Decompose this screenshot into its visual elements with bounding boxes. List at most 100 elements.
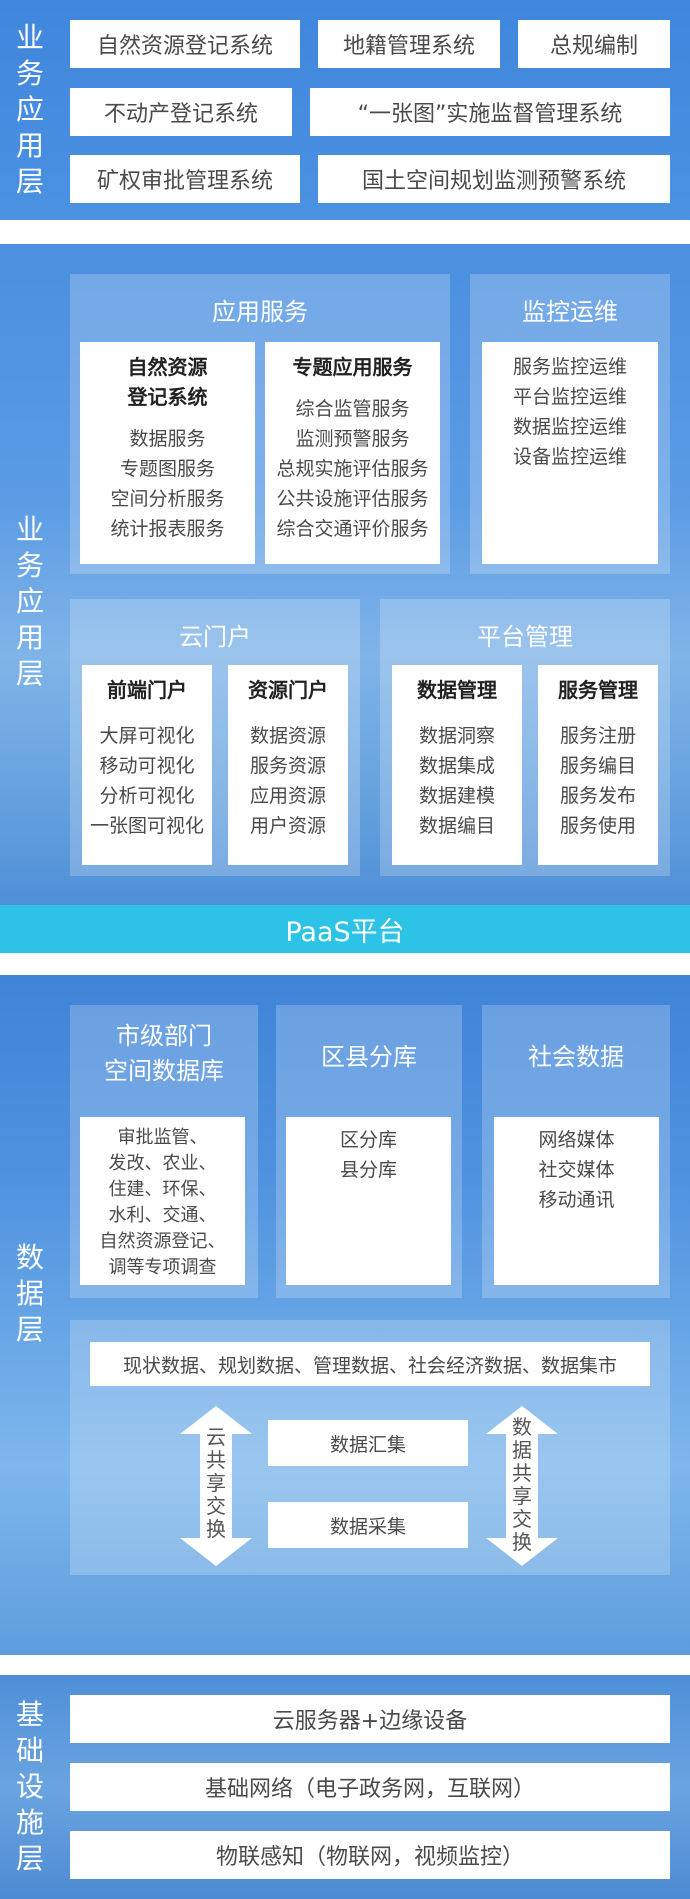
card-item: 住建、环保、 bbox=[108, 1179, 217, 1200]
card-item: 平台监控运维 bbox=[512, 386, 627, 408]
card-item: 服务注册 bbox=[559, 725, 636, 747]
system-box: 国土空间规划监测预警系统 bbox=[318, 155, 670, 203]
panel-title: 平台管理 bbox=[477, 623, 573, 651]
system-box: 地籍管理系统 bbox=[318, 20, 500, 68]
system-box: “一张图”实施监督管理系统 bbox=[310, 88, 670, 136]
platform-mgmt-panel: 平台管理 数据管理 数据洞察 数据集成 数据建模 数据编目 服务管理 服务注册 … bbox=[380, 599, 670, 876]
db-card: 区分库 县分库 bbox=[286, 1117, 451, 1285]
card-heading: 自然资源 bbox=[127, 355, 208, 379]
system-box: 矿权审批管理系统 bbox=[70, 155, 300, 203]
app-layer-label: 业 务 应 用 层 bbox=[10, 512, 50, 692]
label-char: 换 bbox=[512, 1530, 532, 1554]
label-char: 据 bbox=[15, 1277, 44, 1310]
card-heading: 前端门户 bbox=[107, 678, 187, 702]
label-char: 数 bbox=[15, 1241, 44, 1274]
panel-title: 监控运维 bbox=[522, 298, 618, 326]
card-item: 综合监管服务 bbox=[295, 398, 410, 420]
double-arrow-icon bbox=[486, 1406, 558, 1566]
card-heading: 资源门户 bbox=[248, 678, 328, 702]
card-item: 网络媒体 bbox=[538, 1129, 615, 1151]
double-arrow-icon bbox=[180, 1406, 252, 1566]
district-db-panel: 区县分库 区分库 县分库 bbox=[276, 1005, 462, 1298]
label-char: 数 bbox=[512, 1415, 532, 1439]
data-gather-box: 数据汇集 bbox=[268, 1420, 468, 1466]
card-item: 监测预警服务 bbox=[295, 428, 410, 450]
panel-title: 社会数据 bbox=[528, 1043, 624, 1071]
data-market-box: 现状数据、规划数据、管理数据、社会经济数据、数据集市 bbox=[90, 1342, 650, 1386]
card-item: 审批监管、 bbox=[117, 1127, 208, 1148]
card-item: 数据资源 bbox=[249, 725, 326, 747]
label-char: 设 bbox=[15, 1770, 44, 1803]
app-services-panel: 应用服务 自然资源 登记系统 数据服务 专题图服务 空间分析服务 统计报表服务 … bbox=[70, 274, 450, 574]
card-item: 应用资源 bbox=[249, 785, 326, 807]
panel-title: 空间数据库 bbox=[104, 1057, 224, 1085]
panel-title: 区县分库 bbox=[321, 1043, 417, 1071]
card-item: 设备监控运维 bbox=[512, 446, 627, 468]
top-layer-label: 业 务 应 用 层 bbox=[10, 20, 50, 200]
label-char: 云 bbox=[206, 1425, 226, 1449]
app-layer-band: 业 务 应 用 层 应用服务 自然资源 登记系统 数据服务 专题图服务 空间分析… bbox=[0, 244, 690, 906]
data-collect-box: 数据采集 bbox=[268, 1502, 468, 1548]
label-char: 层 bbox=[15, 1842, 44, 1875]
card-item: 总规实施评估服务 bbox=[276, 458, 429, 480]
db-card: 审批监管、 发改、农业、 住建、环保、 水利、交通、 自然资源登记、 调等专项调… bbox=[80, 1117, 245, 1285]
card-item: 区分库 bbox=[339, 1129, 397, 1151]
card-item: 水利、交通、 bbox=[108, 1205, 217, 1226]
label-char: 施 bbox=[15, 1806, 44, 1839]
card-item: 综合交通评价服务 bbox=[276, 518, 429, 540]
portal-card: 资源门户 数据资源 服务资源 应用资源 用户资源 bbox=[228, 665, 348, 865]
card-heading: 服务管理 bbox=[558, 678, 638, 702]
label-char: 用 bbox=[15, 129, 44, 162]
label-char: 务 bbox=[15, 549, 44, 582]
data-layer-label: 数 据 层 bbox=[10, 1240, 50, 1348]
system-box: 不动产登记系统 bbox=[70, 88, 292, 136]
card-item: 空间分析服务 bbox=[110, 488, 225, 510]
label-char: 共 bbox=[512, 1461, 532, 1485]
portal-card: 前端门户 大屏可视化 移动可视化 分析可视化 一张图可视化 bbox=[82, 665, 212, 865]
card-item: 社交媒体 bbox=[538, 1159, 615, 1181]
exchange-panel: 现状数据、规划数据、管理数据、社会经济数据、数据集市 云 共 享 交 换 数据汇… bbox=[70, 1320, 670, 1575]
cloud-portal-panel: 云门户 前端门户 大屏可视化 移动可视化 分析可视化 一张图可视化 资源门户 数… bbox=[70, 599, 360, 876]
panel-title: 应用服务 bbox=[212, 298, 308, 326]
label-char: 交 bbox=[206, 1494, 226, 1518]
card-item: 移动可视化 bbox=[99, 755, 195, 777]
card-heading: 数据管理 bbox=[417, 678, 497, 702]
label-char: 享 bbox=[206, 1471, 226, 1495]
city-db-panel: 市级部门 空间数据库 审批监管、 发改、农业、 住建、环保、 水利、交通、 自然… bbox=[70, 1005, 258, 1298]
card-heading: 专题应用服务 bbox=[292, 355, 413, 379]
infra-layer-label: 基 础 设 施 层 bbox=[10, 1697, 50, 1877]
db-card: 网络媒体 社交媒体 移动通讯 bbox=[494, 1117, 659, 1285]
card-item: 公共设施评估服务 bbox=[276, 488, 429, 510]
card-item: 发改、农业、 bbox=[108, 1153, 217, 1174]
label-char: 务 bbox=[15, 57, 44, 90]
service-card: 自然资源 登记系统 数据服务 专题图服务 空间分析服务 统计报表服务 bbox=[80, 342, 255, 564]
panel-title: 云门户 bbox=[179, 623, 251, 651]
label-char: 享 bbox=[512, 1484, 532, 1508]
card-item: 数据服务 bbox=[129, 428, 206, 450]
card-item: 一张图可视化 bbox=[89, 815, 204, 837]
service-card: 专题应用服务 综合监管服务 监测预警服务 总规实施评估服务 公共设施评估服务 综… bbox=[265, 342, 440, 564]
card-item: 数据集成 bbox=[418, 755, 495, 777]
card-item: 服务使用 bbox=[559, 815, 636, 837]
system-box: 自然资源登记系统 bbox=[70, 20, 300, 68]
label-char: 基 bbox=[15, 1698, 44, 1731]
label-char: 换 bbox=[206, 1517, 226, 1541]
card-item: 专题图服务 bbox=[119, 458, 215, 480]
system-box: 总规编制 bbox=[518, 20, 670, 68]
data-layer-band: 数 据 层 市级部门 空间数据库 审批监管、 发改、农业、 住建、环保、 水利、… bbox=[0, 975, 690, 1655]
label-char: 据 bbox=[512, 1438, 532, 1462]
card-item: 县分库 bbox=[339, 1159, 397, 1181]
label-char: 层 bbox=[15, 1313, 44, 1346]
panel-title: 市级部门 bbox=[116, 1022, 212, 1050]
social-data-panel: 社会数据 网络媒体 社交媒体 移动通讯 bbox=[482, 1005, 670, 1298]
card-item: 服务监控运维 bbox=[512, 356, 627, 378]
top-layer-band: 业 务 应 用 层 自然资源登记系统 地籍管理系统 总规编制 不动产登记系统 “… bbox=[0, 0, 690, 220]
label-char: 层 bbox=[15, 165, 44, 198]
card-item: 服务发布 bbox=[559, 785, 636, 807]
label-char: 业 bbox=[15, 21, 44, 54]
card-item: 统计报表服务 bbox=[110, 518, 225, 540]
infra-layer-band: 基 础 设 施 层 云服务器+边缘设备 基础网络（电子政务网，互联网） 物联感知… bbox=[0, 1675, 690, 1899]
mgmt-card: 服务管理 服务注册 服务编目 服务发布 服务使用 bbox=[538, 665, 658, 865]
paas-bar: PaaS平台 bbox=[0, 905, 690, 953]
card-item: 数据监控运维 bbox=[512, 416, 627, 438]
